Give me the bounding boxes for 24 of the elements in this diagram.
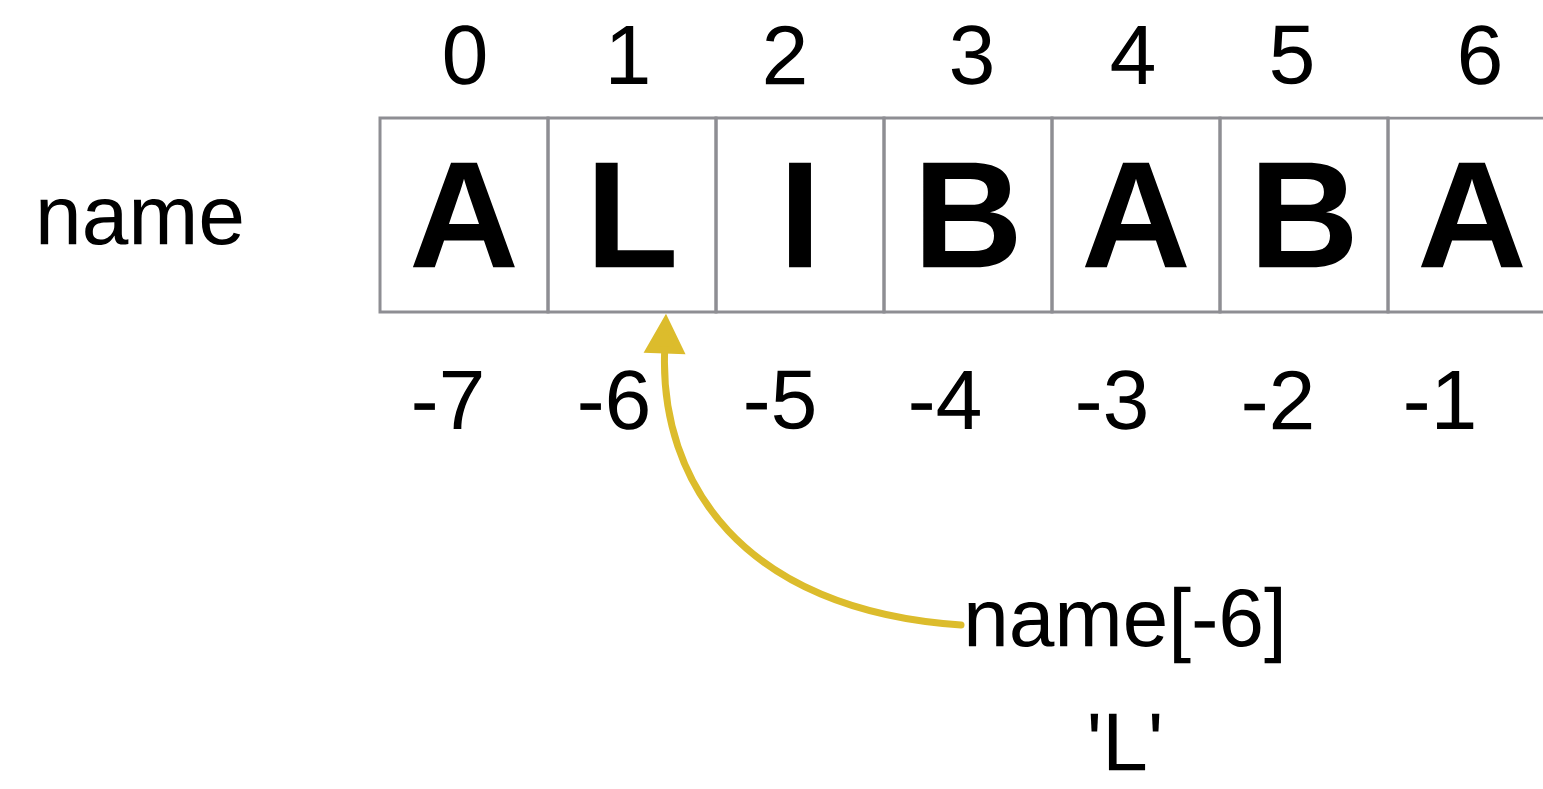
- negative-index: -2: [1244, 370, 1312, 430]
- positive-index: 1: [611, 26, 648, 84]
- negative-index: -4: [911, 371, 980, 429]
- positive-index: 4: [1111, 26, 1154, 84]
- variable-name: name: [40, 199, 242, 245]
- positive-index: 3: [951, 25, 992, 85]
- letter-cell: B: [882, 116, 1054, 314]
- negative-index: -1: [1406, 371, 1474, 429]
- negative-index: -7: [414, 371, 482, 429]
- negative-index: -6: [580, 370, 648, 430]
- letter-cell: A: [378, 116, 550, 314]
- letter-cell: I: [714, 116, 886, 314]
- positive-index: 2: [765, 25, 805, 85]
- code-text: name[-6]: [968, 586, 1281, 664]
- positive-index: 0: [444, 25, 486, 85]
- positive-index: 6: [1460, 25, 1500, 85]
- letter-cell: A: [1050, 116, 1222, 314]
- letter-cell: B: [1218, 116, 1390, 314]
- letter-cell: A: [1386, 116, 1543, 314]
- negative-index: -3: [1078, 370, 1146, 430]
- negative-index: -5: [746, 370, 814, 430]
- letter-cell: L: [546, 116, 718, 314]
- result-text: 'L': [1090, 713, 1160, 771]
- positive-index: 5: [1272, 25, 1312, 85]
